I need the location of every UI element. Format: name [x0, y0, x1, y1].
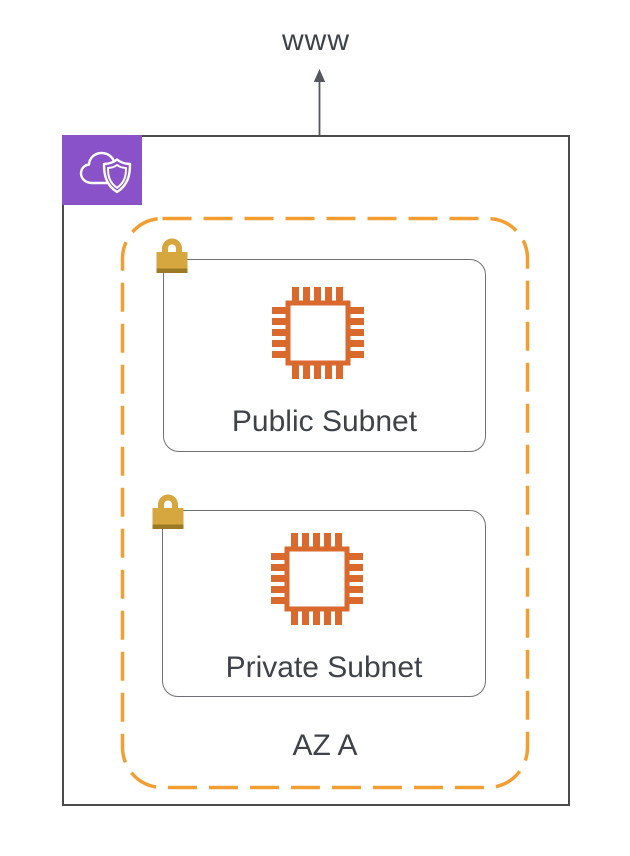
- chip-body: [284, 546, 350, 612]
- lock-body: [156, 252, 188, 269]
- instance-chip-icon: [271, 533, 363, 625]
- internet-label: www: [282, 24, 350, 57]
- arrowhead-up-icon: [313, 69, 326, 82]
- lock-base: [152, 524, 184, 529]
- lock-shackle: [162, 238, 182, 256]
- shield-inner-outline: [107, 164, 127, 189]
- lock-shackle: [158, 494, 178, 512]
- public-subnet-label: Public Subnet: [231, 405, 418, 438]
- chip-pins: [271, 533, 363, 625]
- chip-body: [285, 300, 351, 366]
- az-dashed-border: [120, 216, 530, 790]
- chip-pins: [272, 287, 364, 379]
- vpc-badge: [62, 135, 142, 205]
- availability-zone-boundary: [120, 216, 530, 790]
- lock-icon: [152, 494, 184, 529]
- lock-icon: [156, 238, 188, 273]
- instance-chip-icon: [272, 287, 364, 379]
- lock-body: [152, 508, 184, 525]
- lock-base: [156, 268, 188, 273]
- private-subnet-label: Private Subnet: [225, 651, 423, 684]
- cloud-shield-icon: [79, 151, 132, 194]
- az-label: AZ A: [292, 729, 358, 762]
